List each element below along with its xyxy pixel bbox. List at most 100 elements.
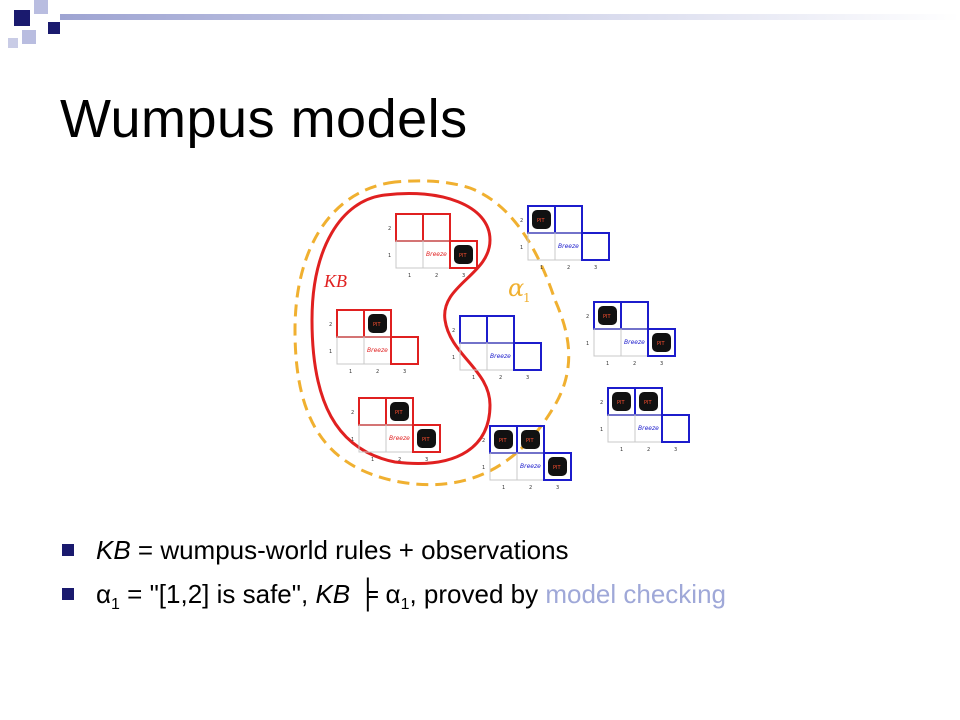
pit-label: PIT — [603, 314, 611, 320]
breeze-label: Breeze — [638, 425, 659, 432]
pit-marker — [390, 402, 409, 421]
row-label: 1 — [600, 427, 603, 433]
row-label: 1 — [520, 245, 523, 251]
model-grid: Breeze 1 2 1 2 3 PIT PIT — [351, 397, 441, 463]
grid-cell — [422, 213, 451, 242]
slide-title: Wumpus models — [60, 89, 468, 149]
breeze-label: Breeze — [624, 339, 645, 346]
deco-square — [34, 0, 48, 14]
alpha-definition-text: = "[1,2] is safe", — [119, 579, 316, 609]
column-label: 3 — [403, 369, 406, 375]
bullet-kb-definition: KB = wumpus-world rules + observations — [60, 528, 726, 572]
deco-square — [48, 22, 60, 34]
pit-label: PIT — [526, 438, 534, 444]
row-label: 2 — [452, 328, 455, 334]
grid-cell — [459, 315, 488, 344]
row-label: 1 — [586, 341, 589, 347]
kb-term: KB — [96, 535, 131, 565]
breeze-label: Breeze — [367, 347, 388, 354]
grid-cell — [620, 301, 649, 330]
pit-label: PIT — [617, 400, 625, 406]
grid-cell-visited — [395, 240, 424, 269]
column-label: 1 — [540, 265, 543, 271]
deco-square — [8, 38, 18, 48]
pit-label: PIT — [422, 437, 430, 443]
kb-label: KB — [323, 271, 347, 291]
breeze-label: Breeze — [490, 353, 511, 360]
kb-term: KB — [315, 579, 351, 609]
pit-marker — [652, 333, 671, 352]
slide-decoration — [8, 0, 960, 48]
column-label: 2 — [499, 375, 502, 381]
pit-marker — [494, 430, 513, 449]
column-label: 3 — [674, 447, 677, 453]
pit-marker — [521, 430, 540, 449]
column-label: 2 — [529, 485, 532, 491]
grid-cell — [395, 213, 424, 242]
alpha-symbol: α — [96, 579, 112, 609]
row-label: 2 — [329, 322, 332, 328]
pit-marker — [368, 314, 387, 333]
alpha1-subscript: 1 — [523, 291, 531, 305]
model-checking-link[interactable]: model checking — [545, 579, 726, 609]
deco-bar — [60, 14, 960, 20]
grid-cell — [358, 397, 387, 426]
grid-cell — [412, 424, 441, 453]
column-label: 2 — [567, 265, 570, 271]
pit-marker — [639, 392, 658, 411]
column-label: 3 — [556, 485, 559, 491]
column-label: 2 — [376, 369, 379, 375]
row-label: 2 — [600, 400, 603, 406]
row-label: 2 — [520, 218, 523, 224]
row-label: 1 — [482, 465, 485, 471]
column-label: 1 — [472, 375, 475, 381]
pit-marker — [532, 210, 551, 229]
grid-cell — [513, 342, 542, 371]
column-label: 3 — [462, 273, 465, 279]
alpha-symbol: α — [385, 579, 401, 609]
entails-symbol: ╞ — [350, 578, 386, 609]
kb-boundary — [310, 191, 492, 465]
grid-cell — [647, 328, 676, 357]
row-label: 2 — [388, 226, 391, 232]
row-label: 1 — [388, 253, 391, 259]
bullet-list: KB = wumpus-world rules + observations α… — [60, 528, 726, 616]
pit-marker — [548, 457, 567, 476]
grid-cell-visited — [607, 414, 636, 443]
pit-label: PIT — [459, 253, 467, 259]
breeze-label: Breeze — [389, 435, 410, 442]
pit-label: PIT — [657, 341, 665, 347]
grid-cell — [543, 452, 572, 481]
row-label: 2 — [586, 314, 589, 320]
row-label: 1 — [329, 349, 332, 355]
pit-label: PIT — [395, 410, 403, 416]
grid-cell-visited — [593, 328, 622, 357]
pit-label: PIT — [644, 400, 652, 406]
grid-cell — [336, 309, 365, 338]
grid-cell — [581, 232, 610, 261]
pit-marker — [598, 306, 617, 325]
pit-label: PIT — [499, 438, 507, 444]
column-label: 1 — [371, 457, 374, 463]
column-label: 1 — [408, 273, 411, 279]
column-label: 3 — [526, 375, 529, 381]
breeze-label: Breeze — [426, 251, 447, 258]
row-label: 1 — [351, 437, 354, 443]
grid-cell — [449, 240, 478, 269]
column-label: 3 — [425, 457, 428, 463]
row-label: 2 — [351, 410, 354, 416]
column-label: 1 — [502, 485, 505, 491]
grid-cell — [554, 205, 583, 234]
grid-cell — [661, 414, 690, 443]
grid-cell — [390, 336, 419, 365]
column-label: 2 — [398, 457, 401, 463]
